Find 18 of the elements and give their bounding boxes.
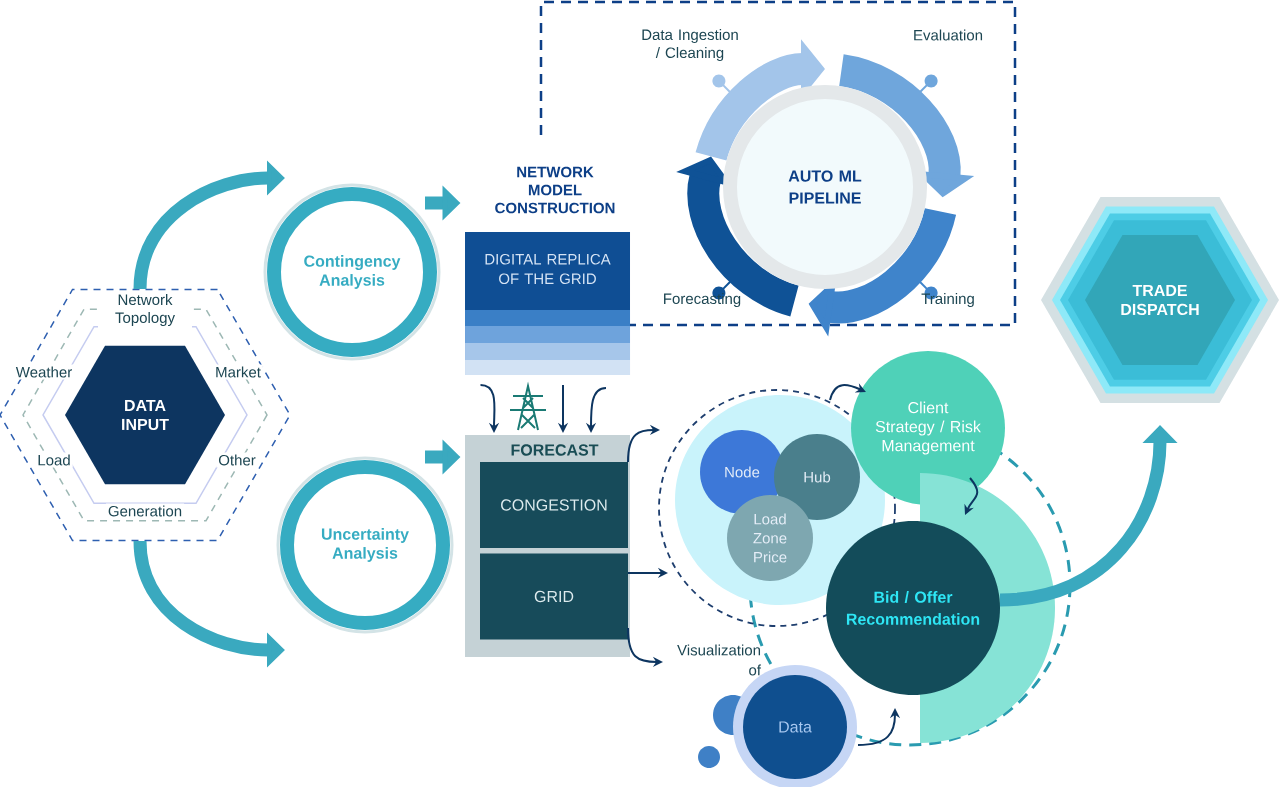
category-label: Network Topology — [98, 292, 192, 328]
category-label: Load — [35, 452, 73, 468]
category-label: Other — [216, 452, 258, 468]
dashed-hexagon — [0, 288, 291, 542]
arrow — [964, 477, 979, 515]
section-heading: NETWORK MODEL CONSTRUCTION — [495, 166, 615, 214]
category-label: Weather — [13, 364, 75, 380]
category-label: Training — [921, 293, 974, 307]
category-label: Market — [213, 364, 263, 380]
category-label: Evaluation — [914, 29, 983, 41]
category-label: Forecasting — [664, 293, 741, 307]
layered-box: DIGITAL REPLICA OF THE GRID — [465, 232, 630, 375]
caption-text: Visualization of — [677, 644, 761, 676]
hexagon: TRADE DISPATCH — [1041, 196, 1279, 404]
category-label: Generation — [105, 503, 185, 519]
process-box: CONGESTION — [480, 462, 628, 548]
category-label: Data Ingestion / Cleaning — [642, 29, 738, 61]
process-box: GRID — [480, 553, 628, 640]
